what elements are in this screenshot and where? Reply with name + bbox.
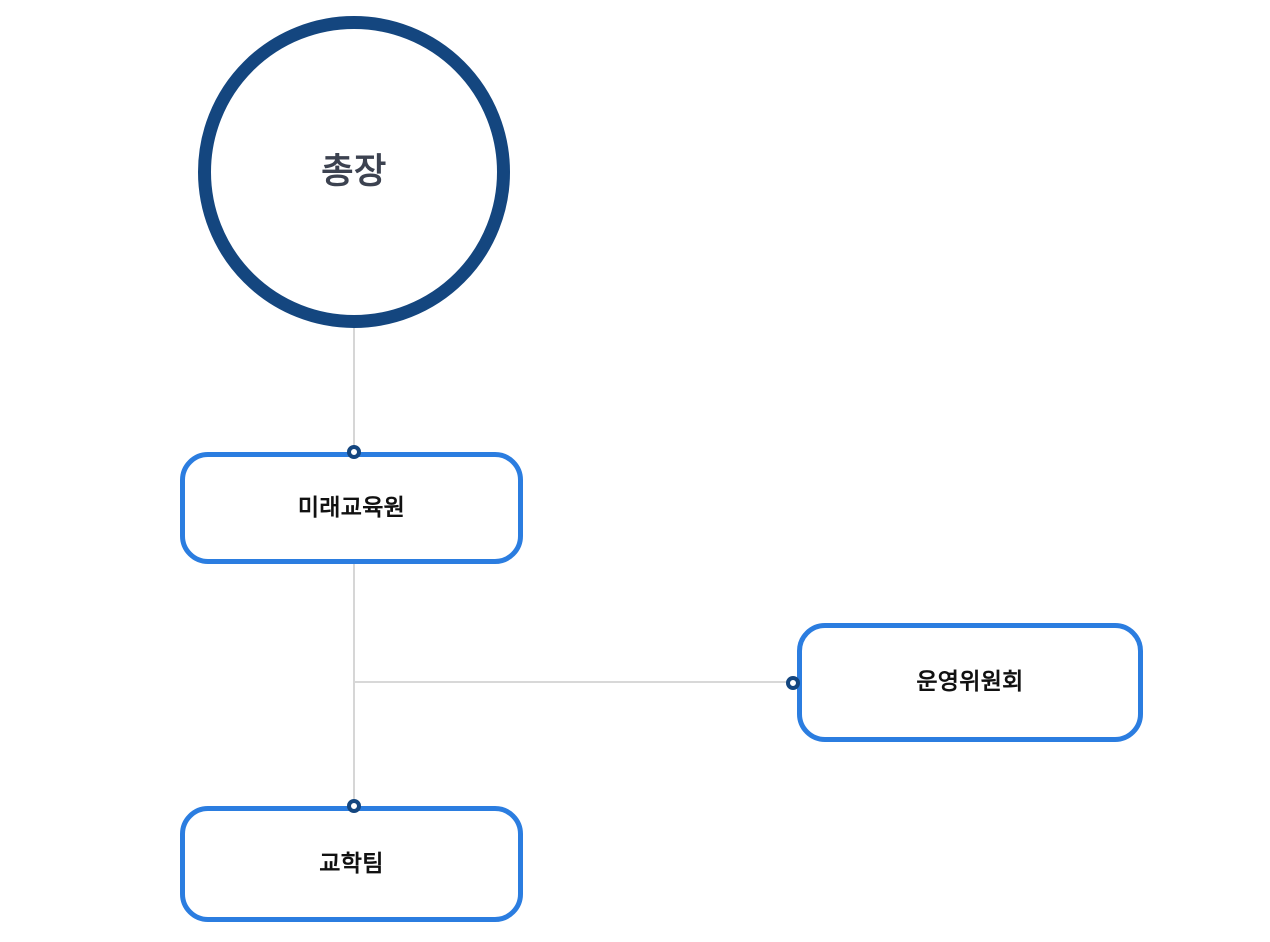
connector-port-committee-left[interactable]	[786, 676, 800, 690]
node-future-education-institute[interactable]: 미래교육원	[180, 452, 523, 564]
node-label-academic-affairs-team: 교학팀	[319, 850, 384, 877]
node-label-steering-committee: 운영위원회	[916, 669, 1024, 695]
connector-port-institute-top[interactable]	[347, 445, 361, 459]
node-academic-affairs-team[interactable]: 교학팀	[180, 806, 523, 922]
connector-port-academic-team-top[interactable]	[347, 799, 361, 813]
node-label-future-education-institute: 미래교육원	[297, 494, 406, 521]
node-label-president: 총장	[321, 151, 387, 192]
node-steering-committee[interactable]: 운영위원회	[797, 623, 1143, 742]
node-root-president[interactable]: 총장	[198, 16, 510, 328]
